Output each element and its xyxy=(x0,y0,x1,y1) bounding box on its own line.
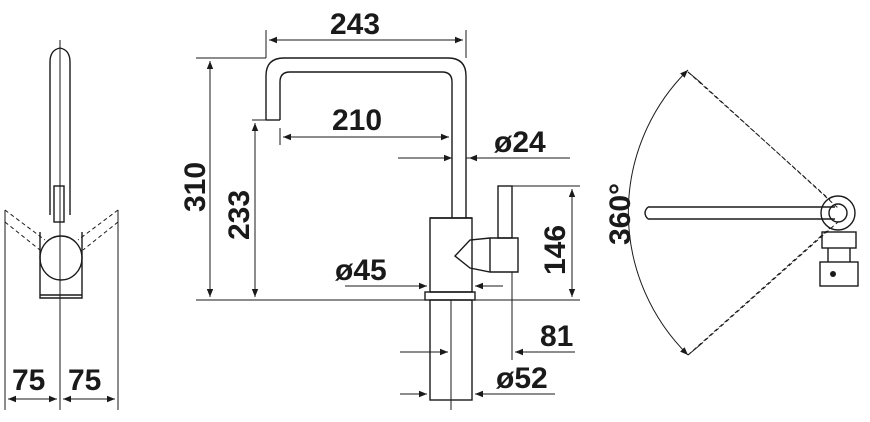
dim-75-right: 75 xyxy=(68,364,101,397)
side-body xyxy=(39,235,83,281)
top-body xyxy=(820,195,856,231)
tap-body xyxy=(429,217,473,293)
dim-o24: ø24 xyxy=(494,126,546,159)
lever-housing xyxy=(453,237,519,273)
front-view: 243 210 ø24 310 233 146 ø45 81 xyxy=(179,8,580,410)
dim-210: 210 xyxy=(332,104,382,137)
dim-o52: ø52 xyxy=(496,362,548,395)
spout-inner xyxy=(279,71,453,218)
side-view: 75 75 xyxy=(4,40,119,410)
top-view: 360° xyxy=(604,69,859,356)
dim-360: 360° xyxy=(604,183,637,245)
rotation-arc xyxy=(627,69,689,356)
spout-outer xyxy=(265,57,467,218)
top-lever xyxy=(819,261,859,287)
dim-75-left: 75 xyxy=(12,364,45,397)
dim-81: 81 xyxy=(540,320,573,353)
top-spout xyxy=(648,206,835,220)
dim-146: 146 xyxy=(539,225,572,275)
dim-o45: ø45 xyxy=(335,254,387,287)
dim-233: 233 xyxy=(223,190,256,240)
dim-310: 310 xyxy=(179,162,212,212)
dim-243: 243 xyxy=(330,8,380,41)
